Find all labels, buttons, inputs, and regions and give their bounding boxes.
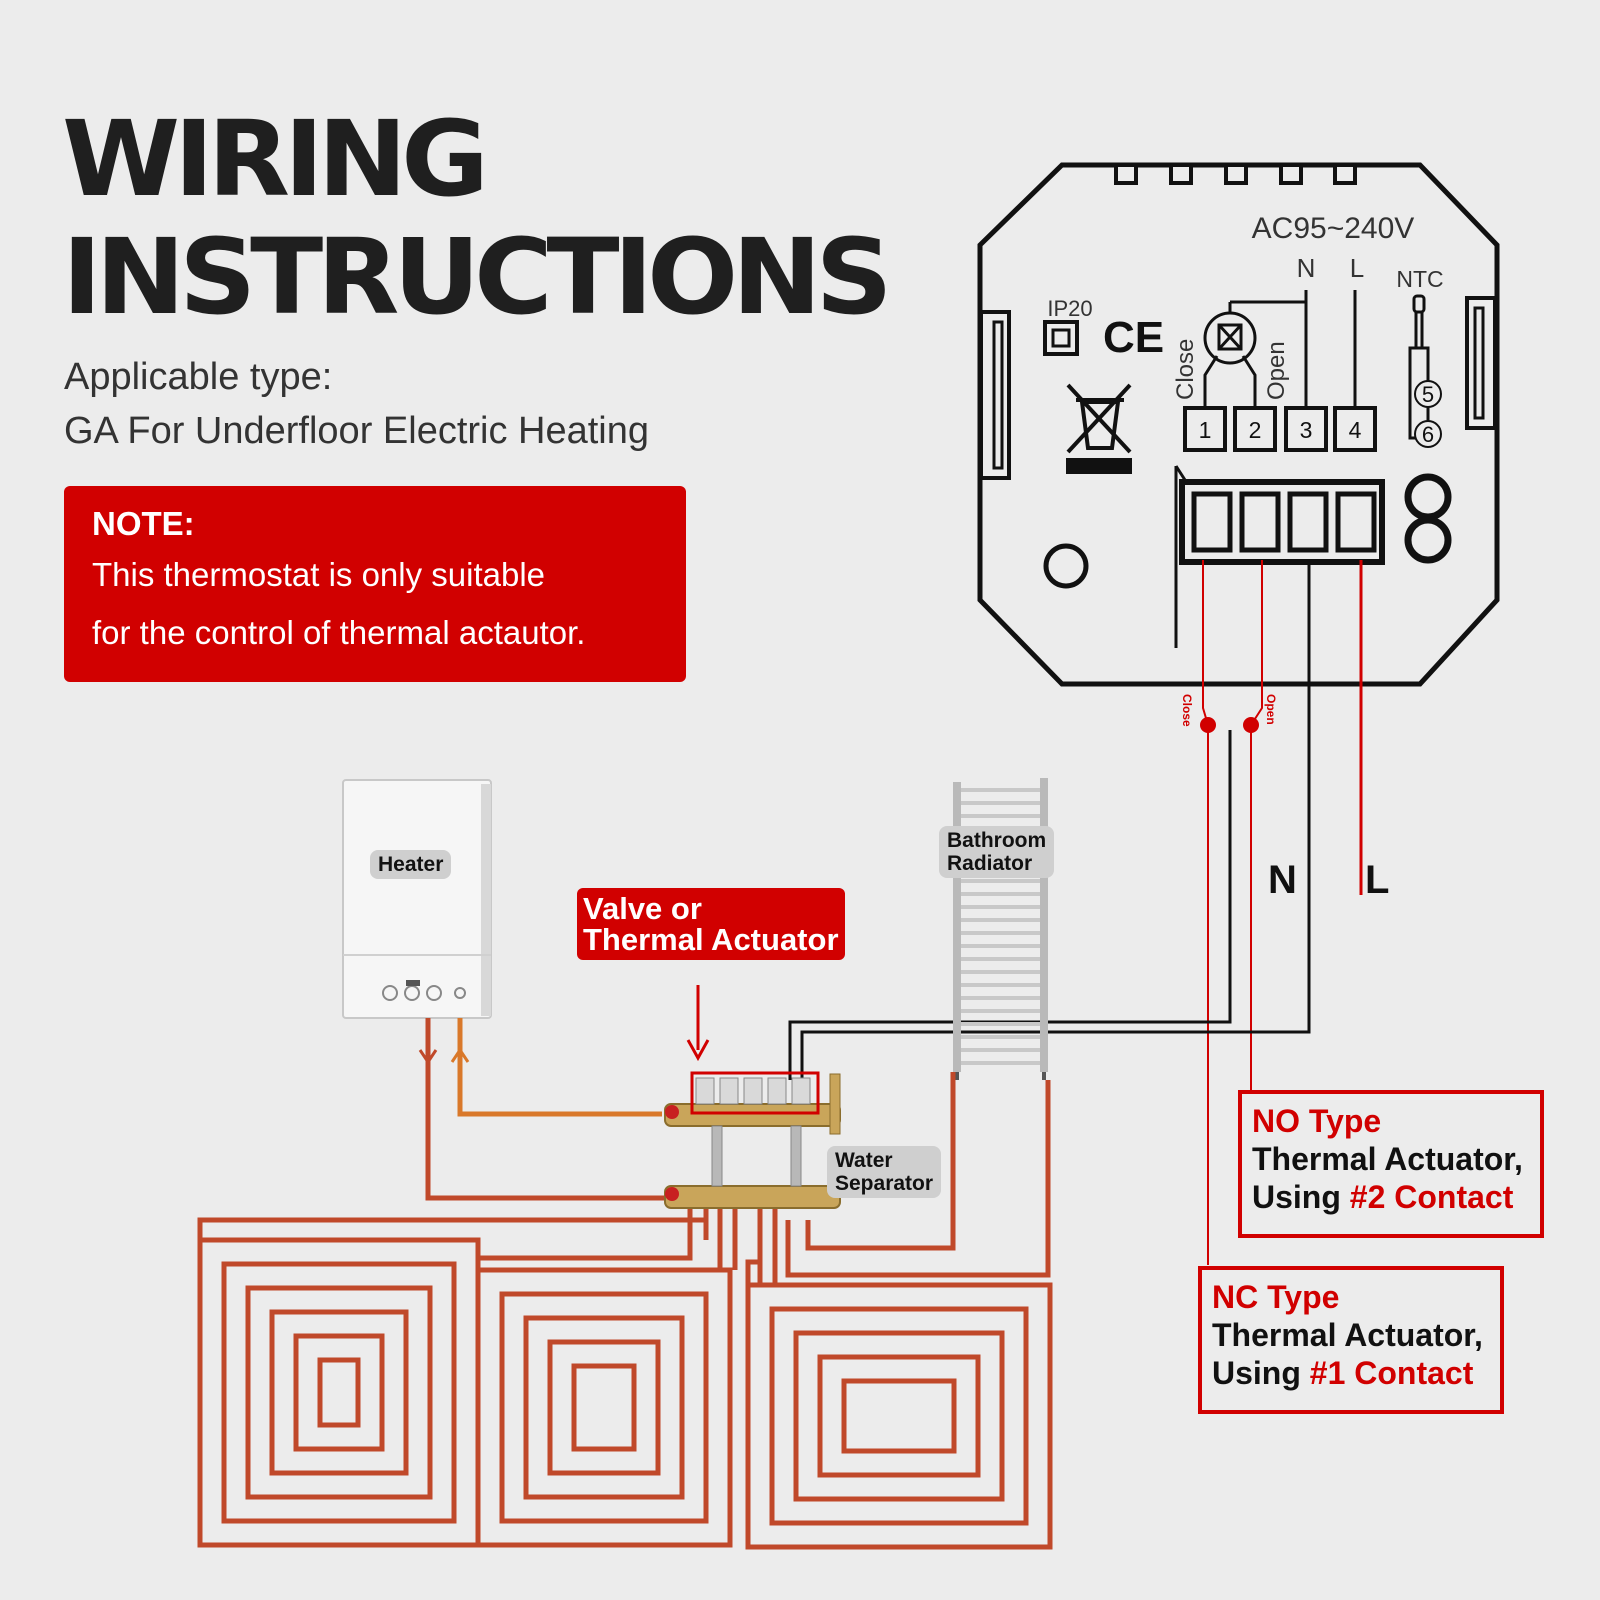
floor-loop-ring: [793, 1330, 1005, 1502]
ntc-terminal-6: [1414, 420, 1442, 448]
open-label: Open: [1263, 341, 1290, 400]
mount-hole: [1043, 543, 1089, 589]
valve-actuator-label: Valve or Thermal Actuator: [577, 888, 845, 960]
top-clips: [1114, 163, 1357, 185]
bathroom-radiator-label: Bathroom Radiator: [939, 826, 1055, 878]
voltage-label: AC95~240V: [1252, 212, 1415, 245]
terminal-2: 2: [1249, 417, 1262, 443]
neutral-label: N: [1268, 858, 1297, 902]
right-clip: [1465, 296, 1497, 430]
title-line-1: WIRING: [62, 98, 489, 220]
ip20-icon: [1043, 320, 1079, 356]
flow-arrows: [418, 1047, 470, 1065]
ntc-label: NTC: [1396, 266, 1443, 292]
floor-loop-ring: [475, 1267, 733, 1548]
nc-type-title: NC Type: [1212, 1279, 1340, 1315]
bathroom-radiator: [953, 778, 1048, 1080]
floor-loop-ring: [745, 1282, 1053, 1550]
floor-loop-connector: [475, 1208, 693, 1270]
floor-loop-ring: [245, 1285, 433, 1500]
actuator-symbol-icon: [1203, 300, 1307, 408]
nc-type-contact: Using #1 Contact: [1212, 1355, 1474, 1391]
applicable-type-label: Applicable type:: [64, 356, 333, 398]
water-separator: [664, 1073, 841, 1209]
close-junction: [1200, 717, 1216, 733]
open-wire-tag: Open: [1264, 694, 1278, 725]
live-label: L: [1365, 858, 1390, 902]
floor-loop-ring: [841, 1378, 957, 1454]
floor-loop-ring: [547, 1339, 661, 1476]
water-separator-label: Water Separator: [827, 1146, 942, 1198]
valve-arrow-icon: [686, 1039, 710, 1062]
heater: [342, 779, 492, 1019]
thermostat-back-plate: AC95~240V N L NTC IP20 CE Close Open: [977, 162, 1500, 687]
no-type-contact: Using #2 Contact: [1252, 1179, 1514, 1215]
applicable-type: Applicable type: GA For Underfloor Elect…: [64, 350, 649, 458]
nc-type-box: NC Type Thermal Actuator, Using #1 Conta…: [1198, 1266, 1504, 1414]
floor-loop-ring: [523, 1315, 685, 1500]
note-line-2: for the control of thermal actautor.: [92, 614, 586, 651]
device-n-label: N: [1297, 253, 1316, 283]
ntc-terminal-5: [1414, 380, 1442, 408]
terminal-numbers: 1 2 3 4: [1183, 406, 1377, 452]
floor-loop-ring: [293, 1333, 385, 1452]
note-title: NOTE:: [92, 505, 195, 542]
title-line-2: INSTRUCTIONS: [62, 216, 893, 338]
heater-label: Heater: [370, 850, 452, 879]
no-type-box: NO Type Thermal Actuator, Using #2 Conta…: [1238, 1090, 1544, 1238]
floor-loop-ring: [499, 1291, 709, 1524]
no-type-desc: Thermal Actuator,: [1252, 1141, 1523, 1177]
underfloor-heating-loops: [197, 1018, 1053, 1550]
terminal-4: 4: [1349, 417, 1362, 443]
floor-loop-connector: [197, 1208, 709, 1240]
terminal-3: 3: [1300, 417, 1313, 443]
close-wire-tag: Close: [1180, 694, 1194, 727]
open-junction: [1243, 717, 1259, 733]
page-title: WIRING INSTRUCTIONS: [62, 98, 893, 338]
svg-text:6: 6: [1422, 422, 1434, 447]
floor-loop-ring: [769, 1306, 1029, 1526]
svg-text:5: 5: [1422, 382, 1434, 407]
screw-bottom: [1404, 516, 1452, 564]
floor-loop-ring: [317, 1357, 361, 1428]
valve-highlight: [690, 1071, 820, 1115]
close-label: Close: [1172, 339, 1199, 400]
floor-loop-ring: [817, 1354, 981, 1478]
no-type-title: NO Type: [1252, 1103, 1382, 1139]
weee-bin-icon: [1066, 383, 1132, 474]
floor-loop-ring: [221, 1261, 457, 1524]
ip20-label: IP20: [1047, 296, 1092, 321]
note-box: NOTE: This thermostat is only suitable f…: [64, 486, 686, 682]
ce-mark-icon: CE: [1103, 313, 1164, 362]
floor-loop-ring: [571, 1363, 637, 1452]
terminal-1: 1: [1199, 417, 1212, 443]
note-line-1: This thermostat is only suitable: [92, 556, 546, 593]
floor-loop-ring: [269, 1309, 409, 1476]
device-l-label: L: [1350, 253, 1364, 283]
applicable-type-value: GA For Underfloor Electric Heating: [64, 410, 650, 452]
nc-type-desc: Thermal Actuator,: [1212, 1317, 1483, 1353]
